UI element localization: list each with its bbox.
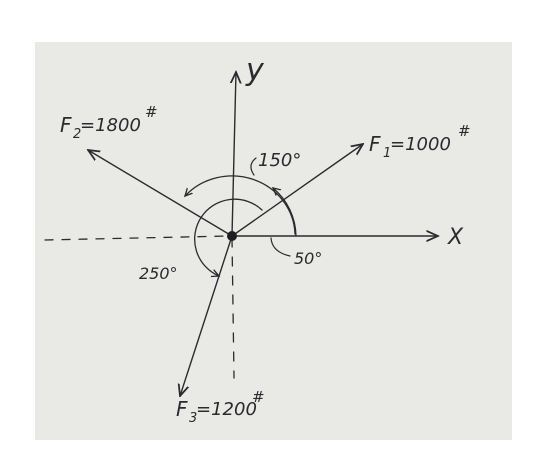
force-vector-f3 <box>180 235 233 396</box>
angle-arc-150 <box>185 175 296 235</box>
force-label-f1: F 1 =1000 # <box>369 122 471 161</box>
force-vector-f1 <box>231 144 363 237</box>
f1-unit: # <box>458 122 471 140</box>
x-axis-label: X <box>447 225 464 250</box>
angle-label-250: 250° <box>139 264 178 283</box>
force-vector-f2 <box>88 150 233 237</box>
f3-subscript: 3 <box>189 411 197 426</box>
angle-arc-250 <box>194 198 263 276</box>
force-label-f3: F 3 =1200 # <box>176 388 265 426</box>
angle-label-150: 150° <box>258 150 301 171</box>
origin-point <box>227 231 237 241</box>
angle-arc-50 <box>273 188 297 237</box>
label-leader-150 <box>250 157 257 176</box>
y-axis <box>232 72 236 237</box>
force-label-f2: F 2 =1800 # <box>60 103 158 142</box>
f1-magnitude: =1000 <box>390 134 451 155</box>
f2-magnitude: =1800 <box>80 115 141 136</box>
label-leader-50 <box>270 237 291 257</box>
angle-label-50: 50° <box>294 249 322 268</box>
f3-unit: # <box>252 388 265 406</box>
negative-y-axis-dashed <box>231 237 235 379</box>
f2-subscript: 2 <box>73 127 81 142</box>
negative-x-axis-dashed <box>44 235 230 241</box>
f3-symbol: F <box>176 397 188 421</box>
f1-subscript: 1 <box>383 146 391 161</box>
f2-symbol: F <box>60 113 72 137</box>
f3-magnitude: =1200 <box>196 399 257 420</box>
y-axis-label: y <box>245 53 265 88</box>
f2-unit: # <box>145 103 158 121</box>
f1-symbol: F <box>369 132 381 156</box>
